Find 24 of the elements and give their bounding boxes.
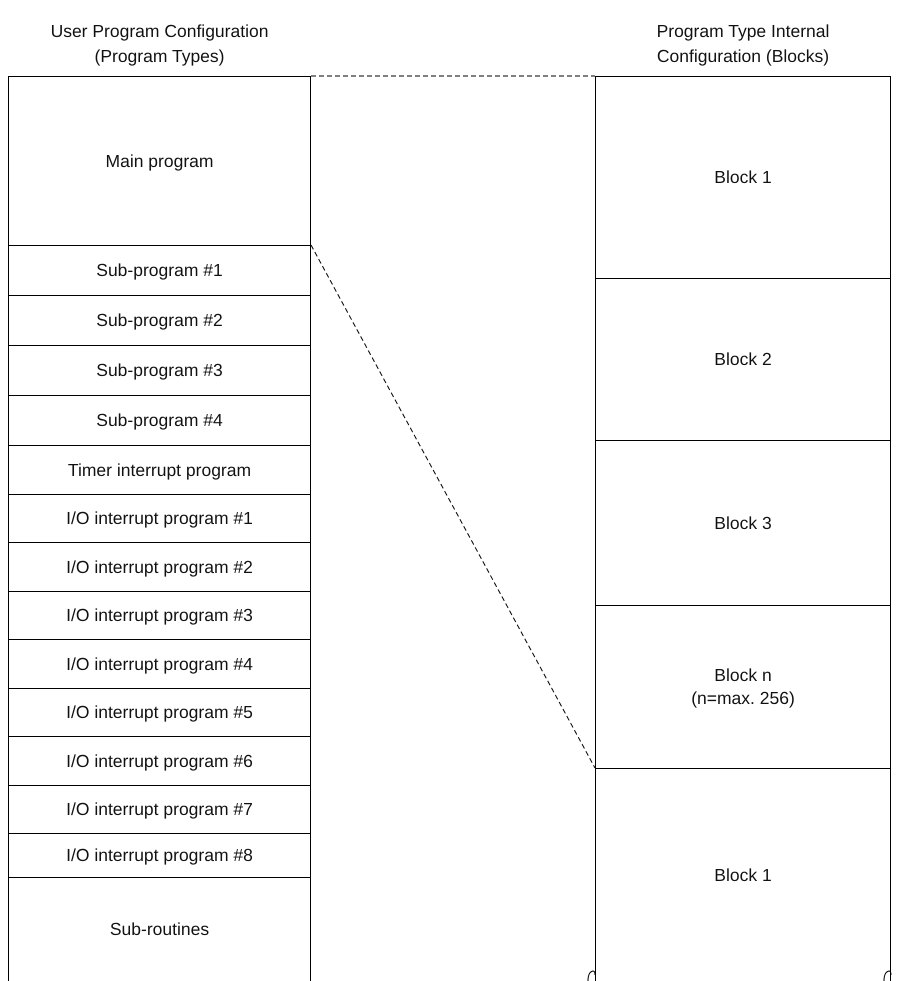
row-label: Sub-routines bbox=[110, 918, 210, 941]
row-label: I/O interrupt program #1 bbox=[66, 507, 253, 530]
row-label: I/O interrupt program #5 bbox=[66, 701, 253, 724]
row-label: Sub-program #1 bbox=[96, 259, 223, 282]
row-label: Block 1 bbox=[714, 864, 772, 886]
row-label: Block 2 bbox=[714, 348, 772, 371]
row-label: Sub-program #2 bbox=[96, 309, 223, 332]
row-label: Timer interrupt program bbox=[68, 458, 252, 482]
dashed-connector bbox=[310, 244, 596, 768]
row-label: (n=max. 256) bbox=[691, 687, 795, 710]
column-heading: User Program Configuration (Program Types) bbox=[50, 20, 270, 68]
row-label: I/O interrupt program #8 bbox=[66, 844, 253, 867]
row-label: Block n bbox=[714, 664, 772, 687]
row-label: I/O interrupt program #6 bbox=[66, 750, 253, 772]
column-heading: Program Type Internal Configuration (Blocks) bbox=[656, 20, 830, 68]
row-label: Sub-program #4 bbox=[96, 409, 223, 432]
row-label: I/O interrupt program #3 bbox=[66, 604, 253, 627]
row-label: Main program bbox=[106, 150, 214, 172]
row-label: Block 1 bbox=[714, 166, 772, 189]
row-label: I/O interrupt program #4 bbox=[66, 652, 253, 676]
row-label: I/O interrupt program #7 bbox=[66, 798, 253, 821]
row-label: Block 3 bbox=[714, 512, 772, 534]
row-label: I/O interrupt program #2 bbox=[66, 556, 253, 578]
row-label: Sub-program #3 bbox=[96, 359, 223, 382]
